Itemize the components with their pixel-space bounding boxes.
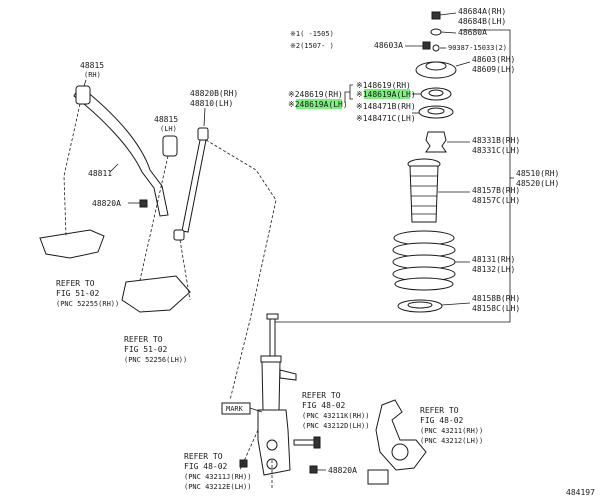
bushing-48815-lh (162, 135, 178, 157)
shock-absorber-48510 (257, 313, 297, 476)
ref3-line2: FIG 48-02 (302, 401, 346, 410)
note-2: ※2(1507- ) (290, 42, 334, 50)
label-48471C: ※148471C(LH) (356, 114, 416, 123)
label-48331C: 48331C(LH) (472, 146, 520, 155)
bushing-90387 (432, 44, 440, 52)
nut-lower-left (239, 459, 248, 468)
ref1-line1: REFER TO (56, 279, 95, 288)
label-48815-lh: (LH) (160, 125, 177, 133)
steering-knuckle (375, 399, 427, 471)
label-48820B: 48820B(RH) (190, 89, 238, 98)
ref4-line1: REFER TO (420, 406, 459, 415)
label-48619-rh-n1: ※148619(RH) (356, 81, 411, 90)
bushing-48815-rh (75, 85, 91, 105)
label-48815-rh: (RH) (84, 71, 101, 79)
bracket-52256 (121, 275, 191, 313)
label-90387: 90387-15033(2) (448, 44, 507, 52)
nut-48820A-bottom (309, 465, 318, 474)
ref2-line2: FIG 51-02 (124, 345, 168, 354)
ref1-line3: (PNC 52255(RH)) (56, 300, 119, 308)
ref3-line1: REFER TO (302, 391, 341, 400)
ref1-line2: FIG 51-02 (56, 289, 100, 298)
label-48684A: 48684A(RH) (458, 7, 506, 16)
washer-48680A (430, 28, 442, 36)
nut-48820A-left (139, 199, 148, 208)
label-48619-rh-n2: ※248619(RH) (288, 90, 343, 99)
label-48520: 48520(LH) (516, 179, 559, 188)
label-48810: 48810(LH) (190, 99, 233, 108)
label-48609: 48609(LH) (472, 65, 515, 74)
label-48680A: 48680A (458, 28, 487, 37)
label-48619A-lh-n2: ※248619A(LH) (288, 100, 348, 109)
coil-spring-48131 (392, 230, 456, 291)
label-48811: 48811 (88, 169, 112, 178)
ref5-line3: (PNC 43211J(RH)) (184, 473, 251, 481)
ref5-line1: REFER TO (184, 452, 223, 461)
stabilizer-link-48820B (173, 127, 209, 241)
label-48815-rh-name: 48815 (80, 61, 104, 70)
highlight-48619A-n1 (364, 89, 410, 99)
ref3-line4: (PNC 43212D(LH)) (302, 422, 369, 430)
label-48132: 48132(LH) (472, 265, 515, 274)
ref2-line1: REFER TO (124, 335, 163, 344)
highlight-48619A-n2 (296, 99, 342, 109)
label-48331B: 48331B(RH) (472, 136, 520, 145)
ref3-line3: (PNC 43211K(RH)) (302, 412, 369, 420)
nut-48684 (431, 11, 441, 20)
mark-box (221, 402, 251, 415)
note-1: ※1( -1505) (290, 30, 334, 38)
nut-48603A (422, 41, 431, 50)
label-48820A-bottom: 48820A (328, 466, 357, 475)
ref5-line4: (PNC 43212E(LH)) (184, 483, 251, 491)
ref4-line4: (PNC 43212(LH)) (420, 437, 483, 445)
label-48619A-lh-n1: ※148619A(LH) (356, 90, 416, 99)
figure-id: 484197 (566, 488, 595, 497)
label-48471B: ※148471B(RH) (356, 102, 416, 111)
ref4-line3: (PNC 43211(RH)) (420, 427, 483, 435)
label-48684B: 48684B(LH) (458, 17, 506, 26)
label-48157C: 48157C(LH) (472, 196, 520, 205)
label-48158C: 48158C(LH) (472, 304, 520, 313)
ref2-line3: (PNC 52256(LH)) (124, 356, 187, 364)
ref5-line2: FIG 48-02 (184, 462, 228, 471)
ref4-line2: FIG 48-02 (420, 416, 464, 425)
label-48158B: 48158B(RH) (472, 294, 520, 303)
label-48157B: 48157B(RH) (472, 186, 520, 195)
bracket-52255 (39, 229, 105, 259)
label-48820A-left: 48820A (92, 199, 121, 208)
bolt-lower (293, 436, 321, 449)
label-48603A: 48603A (374, 41, 403, 50)
label-48815-lh-name: 48815 (154, 115, 178, 124)
label-48510: 48510(RH) (516, 169, 559, 178)
label-48603: 48603(RH) (472, 55, 515, 64)
stabilizer-bar-48811 (73, 85, 169, 217)
label-48131: 48131(RH) (472, 255, 515, 264)
bump-stopper-48331 (425, 131, 447, 153)
label-mark: MARK (226, 405, 244, 413)
